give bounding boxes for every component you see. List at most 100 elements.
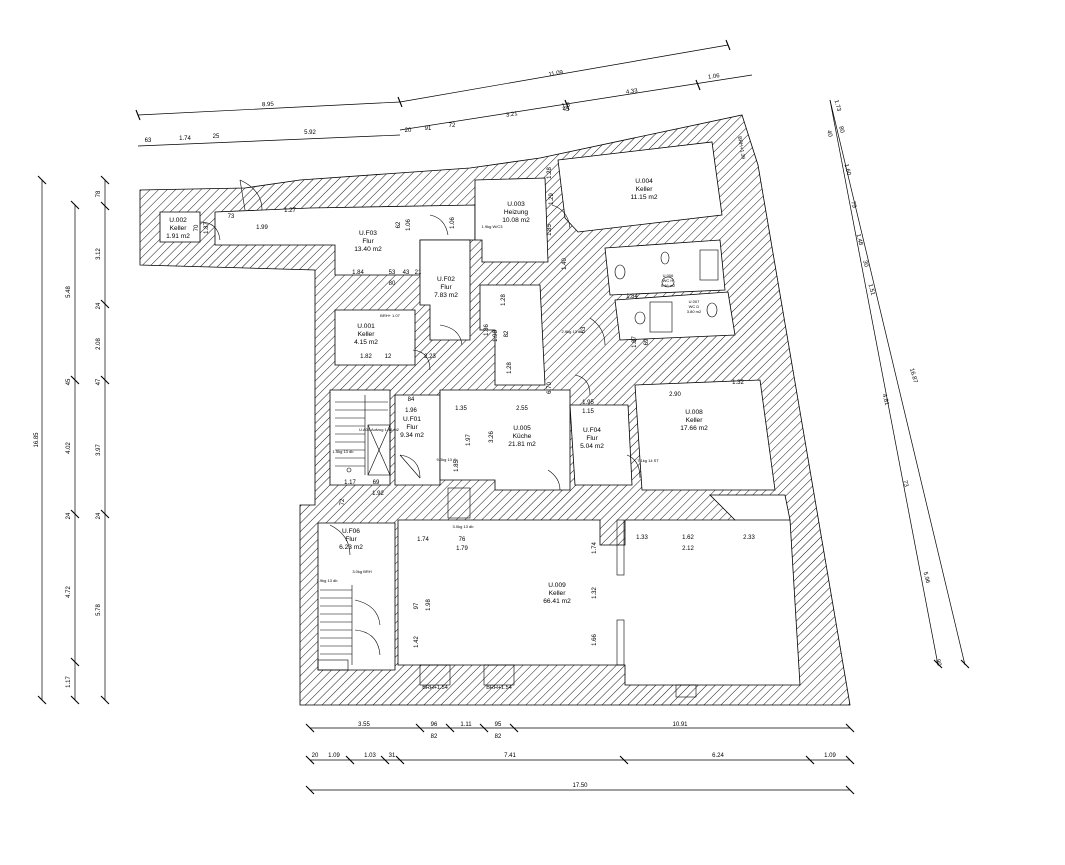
- dim-left3-c: 24: [96, 302, 102, 309]
- brh-label-3: BRH+1.39: [736, 136, 746, 160]
- svg-text:62: 62: [396, 221, 402, 228]
- svg-text:11.15 m2: 11.15 m2: [630, 194, 657, 201]
- notes: 1.9kg W/C3 2.9kg 13 db 9.0kg 13 db 3.0kg…: [317, 224, 660, 583]
- svg-text:69: 69: [644, 338, 650, 345]
- dim-bot2-d: 31: [389, 753, 396, 759]
- svg-text:1.92: 1.92: [372, 491, 384, 497]
- svg-text:21.81 m2: 21.81 m2: [508, 441, 536, 448]
- dim-left2-f: 1.17: [66, 676, 72, 688]
- dim-top2-a: 63: [145, 138, 152, 144]
- dim-right-j: 4.81: [881, 393, 890, 406]
- svg-text:1.15: 1.15: [582, 409, 594, 415]
- svg-text:U.002: U.002: [169, 217, 187, 224]
- svg-text:Flur: Flur: [586, 435, 598, 442]
- svg-text:1.91 m2: 1.91 m2: [166, 233, 190, 240]
- svg-text:Flur: Flur: [362, 238, 374, 245]
- svg-text:1.66: 1.66: [592, 634, 598, 646]
- svg-text:1.29: 1.29: [549, 193, 555, 205]
- svg-text:97: 97: [414, 602, 420, 609]
- svg-text:1.40: 1.40: [562, 258, 568, 270]
- svg-text:Keller: Keller: [549, 590, 567, 597]
- svg-text:7.83 m2: 7.83 m2: [434, 292, 458, 299]
- svg-text:69: 69: [373, 480, 380, 486]
- dim-top2-g: 72: [449, 123, 456, 129]
- dim-right-k: 73: [901, 480, 909, 489]
- dim-left3-h: 5.78: [96, 604, 102, 616]
- dim-labels: 8.95 11.09 4.33 1.06 3.21 1.5 63 1.74 25…: [34, 70, 942, 789]
- svg-text:U.003: U.003: [507, 201, 525, 208]
- room-voids: [159, 141, 801, 686]
- dim-bot2-a: 20: [312, 753, 319, 759]
- svg-text:U.007: U.007: [689, 299, 700, 304]
- svg-text:1.97: 1.97: [466, 434, 472, 446]
- dim-left3-a: 78: [96, 190, 102, 197]
- svg-text:Heizung: Heizung: [504, 209, 529, 216]
- dim-left3-g: 24: [96, 512, 102, 519]
- svg-text:U.F04: U.F04: [583, 427, 601, 434]
- svg-text:U.F01: U.F01: [403, 416, 421, 423]
- svg-text:1.42: 1.42: [414, 636, 420, 648]
- svg-text:U.004: U.004: [635, 178, 653, 185]
- svg-text:3.0kg 13 db: 3.0kg 13 db: [453, 524, 475, 529]
- svg-text:Keller: Keller: [170, 225, 188, 232]
- svg-text:66.41 m2: 66.41 m2: [543, 598, 571, 605]
- dim-left2-c: 4.02: [66, 442, 72, 454]
- dim-right-d: 1.60: [843, 163, 852, 176]
- dim-right-a: 1.73: [833, 99, 842, 112]
- svg-text:12: 12: [385, 354, 392, 360]
- svg-text:Keller: Keller: [636, 186, 654, 193]
- svg-text:1.62: 1.62: [682, 535, 694, 541]
- brh-labels: BRH+1.54 BRH+1.54 BRH+1.39 BRH+ 1.07: [380, 136, 746, 691]
- dim-top2-f: 91: [425, 126, 432, 132]
- svg-text:1.96: 1.96: [405, 408, 417, 414]
- dim-bot1-d: 95: [495, 722, 502, 728]
- dim-bot2-b: 1.09: [328, 753, 340, 759]
- dim-lines: [41, 44, 966, 791]
- svg-text:Keller: Keller: [686, 417, 704, 424]
- svg-text:U.F02: U.F02: [437, 276, 455, 283]
- svg-text:1.28: 1.28: [501, 294, 507, 306]
- dim-left3-e: 47: [96, 378, 102, 385]
- dim-left2-a: 5.48: [66, 286, 72, 298]
- svg-text:U.F06: U.F06: [342, 528, 360, 535]
- svg-text:1.79: 1.79: [456, 546, 468, 552]
- svg-text:1.33: 1.33: [636, 535, 648, 541]
- svg-text:1.9kg W/C3: 1.9kg W/C3: [482, 224, 504, 229]
- svg-text:1.32: 1.32: [732, 380, 744, 386]
- dim-left1-a: 16.85: [34, 432, 40, 448]
- stairs-upper: [335, 395, 391, 476]
- svg-text:9.34 m2: 9.34 m2: [400, 432, 424, 439]
- dim-right-h: 1.51: [867, 283, 876, 296]
- svg-text:2.55: 2.55: [516, 406, 528, 412]
- doors: [199, 179, 641, 656]
- dim-bot1-b: 96: [431, 722, 438, 728]
- svg-text:1.86: 1.86: [484, 324, 490, 336]
- brh-label-2: BRH+1.54: [486, 685, 512, 691]
- svg-text:2.12: 2.12: [682, 546, 694, 552]
- svg-text:3.0kg BRH: 3.0kg BRH: [352, 569, 371, 574]
- dim-left3-d: 2.08: [96, 338, 102, 350]
- svg-text:1.32: 1.32: [592, 587, 598, 599]
- svg-text:1.06: 1.06: [450, 217, 456, 229]
- svg-text:1.85: 1.85: [547, 224, 553, 236]
- svg-text:9.0kg 13 db: 9.0kg 13 db: [437, 457, 459, 462]
- wc-fixtures: [614, 249, 719, 333]
- windows: [419, 487, 697, 698]
- dim-right-f: 1.48: [855, 233, 864, 246]
- dim-bot1b-a: 82: [431, 734, 438, 740]
- svg-text:3.80 m2: 3.80 m2: [687, 309, 702, 314]
- dim-left2-d: 24: [66, 512, 72, 519]
- dim-right-m: 90: [934, 659, 942, 668]
- dim-left2-b: 45: [66, 378, 72, 385]
- svg-text:WC D: WC D: [689, 304, 700, 309]
- dim-left3-f: 3.97: [96, 444, 102, 456]
- dim-right-b: 80: [837, 126, 845, 135]
- svg-text:2.23: 2.23: [424, 354, 436, 360]
- svg-text:70: 70: [194, 224, 200, 231]
